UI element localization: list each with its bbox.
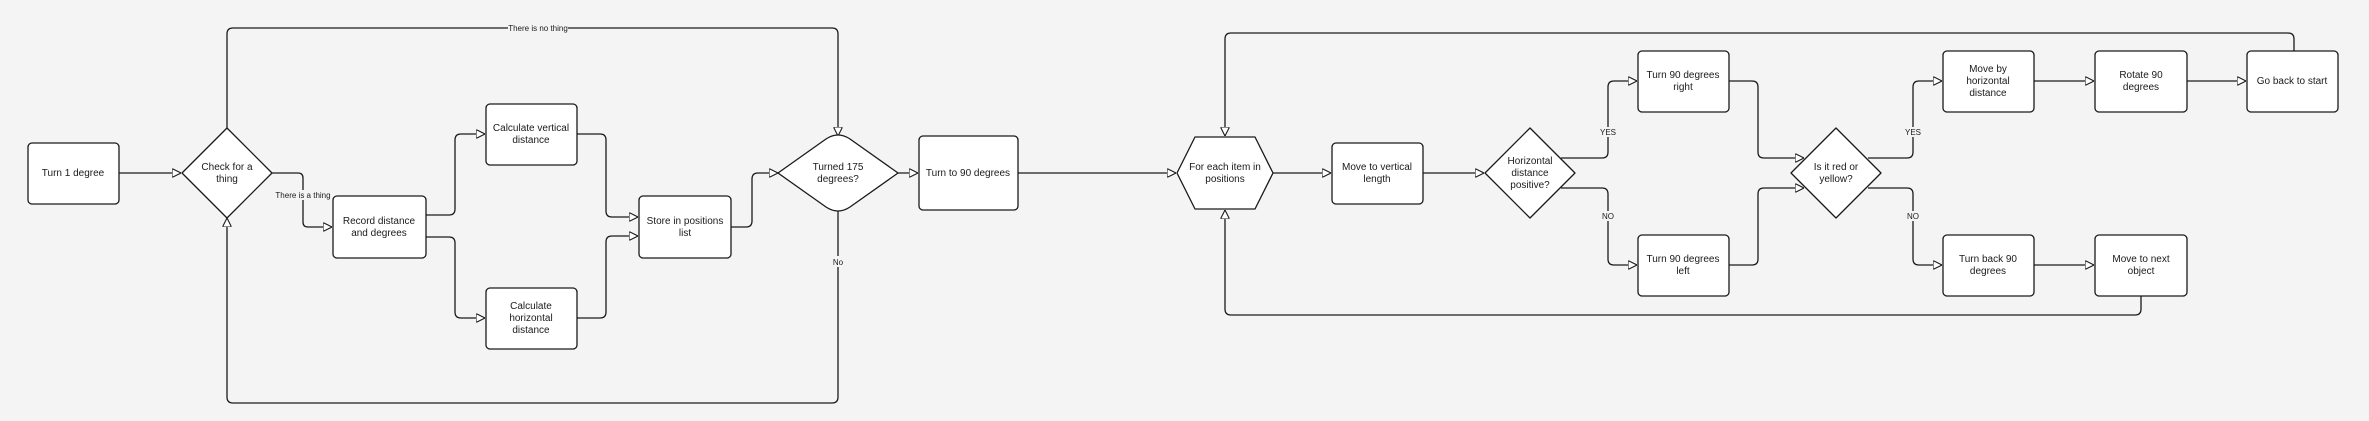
label-bg [274, 190, 332, 200]
node-label: Check for a [201, 162, 253, 173]
node-label: horizontal [1966, 76, 2009, 87]
node-label: and degrees [351, 228, 407, 239]
label-bg [828, 256, 848, 267]
label-bg [1597, 127, 1619, 137]
node-label: Calculate [510, 301, 552, 312]
node-label: horizontal [509, 313, 552, 324]
node-move-horizontal[interactable]: Move by horizontal distance [1942, 50, 2035, 113]
node-rotate-90[interactable]: Rotate 90 degrees [2094, 50, 2188, 113]
node-label: right [1673, 82, 1693, 93]
node-record-distance[interactable]: Record distance and degrees [332, 195, 427, 259]
edge-labels: There is no thing There is a thing No YE… [274, 23, 1924, 267]
edge-redyellow-yes-to-moveh [1868, 81, 1942, 159]
edge-right-to-redyellow [1729, 80, 1804, 158]
node-label: Move to next [2112, 254, 2169, 265]
edges [119, 27, 2295, 404]
node-label: degrees [1970, 266, 2006, 277]
node-label: degrees? [817, 174, 859, 185]
label-bg [1903, 211, 1923, 221]
node-label: Turn 1 degree [42, 168, 105, 179]
node-label: Turn to 90 degrees [926, 168, 1010, 179]
node-label: length [1363, 174, 1390, 185]
edge-hpos-yes-to-right [1561, 81, 1637, 159]
label-no: No [833, 258, 844, 267]
node-label: distance [512, 135, 550, 146]
node-label: Store in positions [647, 216, 724, 227]
node-label: Turn 90 degrees [1646, 254, 1719, 265]
label-there-is-a-thing: There is a thing [275, 191, 330, 200]
node-label: For each item in [1189, 162, 1261, 173]
node-label: Turned 175 [813, 162, 864, 173]
node-label: distance [512, 325, 550, 336]
edge-hpos-no-to-left [1561, 187, 1637, 265]
node-label: Rotate 90 [2119, 70, 2163, 81]
node-label: degrees [2123, 82, 2159, 93]
label-redyellow-no: NO [1907, 212, 1919, 221]
edge-store-to-turned [731, 173, 778, 228]
node-label: list [679, 228, 691, 239]
node-turn-back-90[interactable]: Turn back 90 degrees [1942, 234, 2035, 297]
label-bg [1598, 211, 1618, 221]
decision-check-for-thing[interactable]: Check for a thing [181, 127, 273, 219]
node-label: Horizontal [1507, 156, 1552, 167]
node-label: yellow? [1819, 174, 1853, 185]
node-label: Record distance [343, 216, 416, 227]
node-move-to-next[interactable]: Move to next object [2094, 234, 2188, 297]
label-hpos-no: NO [1602, 212, 1614, 221]
edge-turned-no-to-check [227, 211, 839, 404]
node-label: Move by [1969, 64, 2007, 75]
node-label: Turn 90 degrees [1646, 70, 1719, 81]
node-move-to-vertical[interactable]: Move to vertical length [1331, 142, 1424, 205]
edge-calcv-to-store [577, 133, 638, 217]
node-label: Is it red or [1814, 162, 1859, 173]
node-label: thing [216, 174, 238, 185]
node-turn-1-degree[interactable]: Turn 1 degree [27, 142, 120, 205]
node-label: Go back to start [2257, 76, 2328, 87]
label-hpos-yes: YES [1600, 128, 1616, 137]
edge-movenext-to-foreach [1225, 210, 2142, 316]
label-bg [1902, 127, 1924, 137]
node-go-back-to-start[interactable]: Go back to start [2246, 50, 2339, 113]
label-redyellow-yes: YES [1905, 128, 1921, 137]
node-turn-90-left[interactable]: Turn 90 degrees left [1637, 234, 1730, 297]
edge-record-to-calch [426, 236, 485, 318]
edge-redyellow-no-to-turnback [1868, 187, 1942, 265]
decision-horizontal-positive[interactable]: Horizontal distance positive? [1484, 127, 1576, 219]
edge-goback-to-foreach [1225, 32, 2295, 136]
edge-left-to-redyellow [1729, 188, 1804, 266]
loop-for-each-item[interactable]: For each item in positions [1176, 136, 1274, 210]
node-turn-90-right[interactable]: Turn 90 degrees right [1637, 50, 1730, 113]
node-turn-to-90[interactable]: Turn to 90 degrees [918, 135, 1019, 211]
node-store-in-positions[interactable]: Store in positions list [638, 195, 732, 259]
label-bg [508, 23, 568, 33]
node-label: Calculate vertical [493, 123, 569, 134]
node-label: Move to vertical [1342, 162, 1412, 173]
node-label: distance [1969, 88, 2007, 99]
node-label: positions [1205, 174, 1244, 185]
edge-record-to-calcv [426, 134, 485, 216]
decision-red-or-yellow[interactable]: Is it red or yellow? [1790, 127, 1882, 219]
node-label: object [2128, 266, 2155, 277]
node-calculate-horizontal[interactable]: Calculate horizontal distance [485, 287, 578, 350]
node-label: positive? [1510, 180, 1550, 191]
node-label: left [1676, 266, 1690, 277]
label-there-is-no-thing: There is no thing [508, 24, 568, 33]
node-label: distance [1511, 168, 1549, 179]
node-label: Turn back 90 [1959, 254, 2017, 265]
node-calculate-vertical[interactable]: Calculate vertical distance [485, 103, 578, 166]
decision-turned-175[interactable]: Turned 175 degrees? [776, 134, 900, 212]
edge-calch-to-store [577, 236, 638, 319]
